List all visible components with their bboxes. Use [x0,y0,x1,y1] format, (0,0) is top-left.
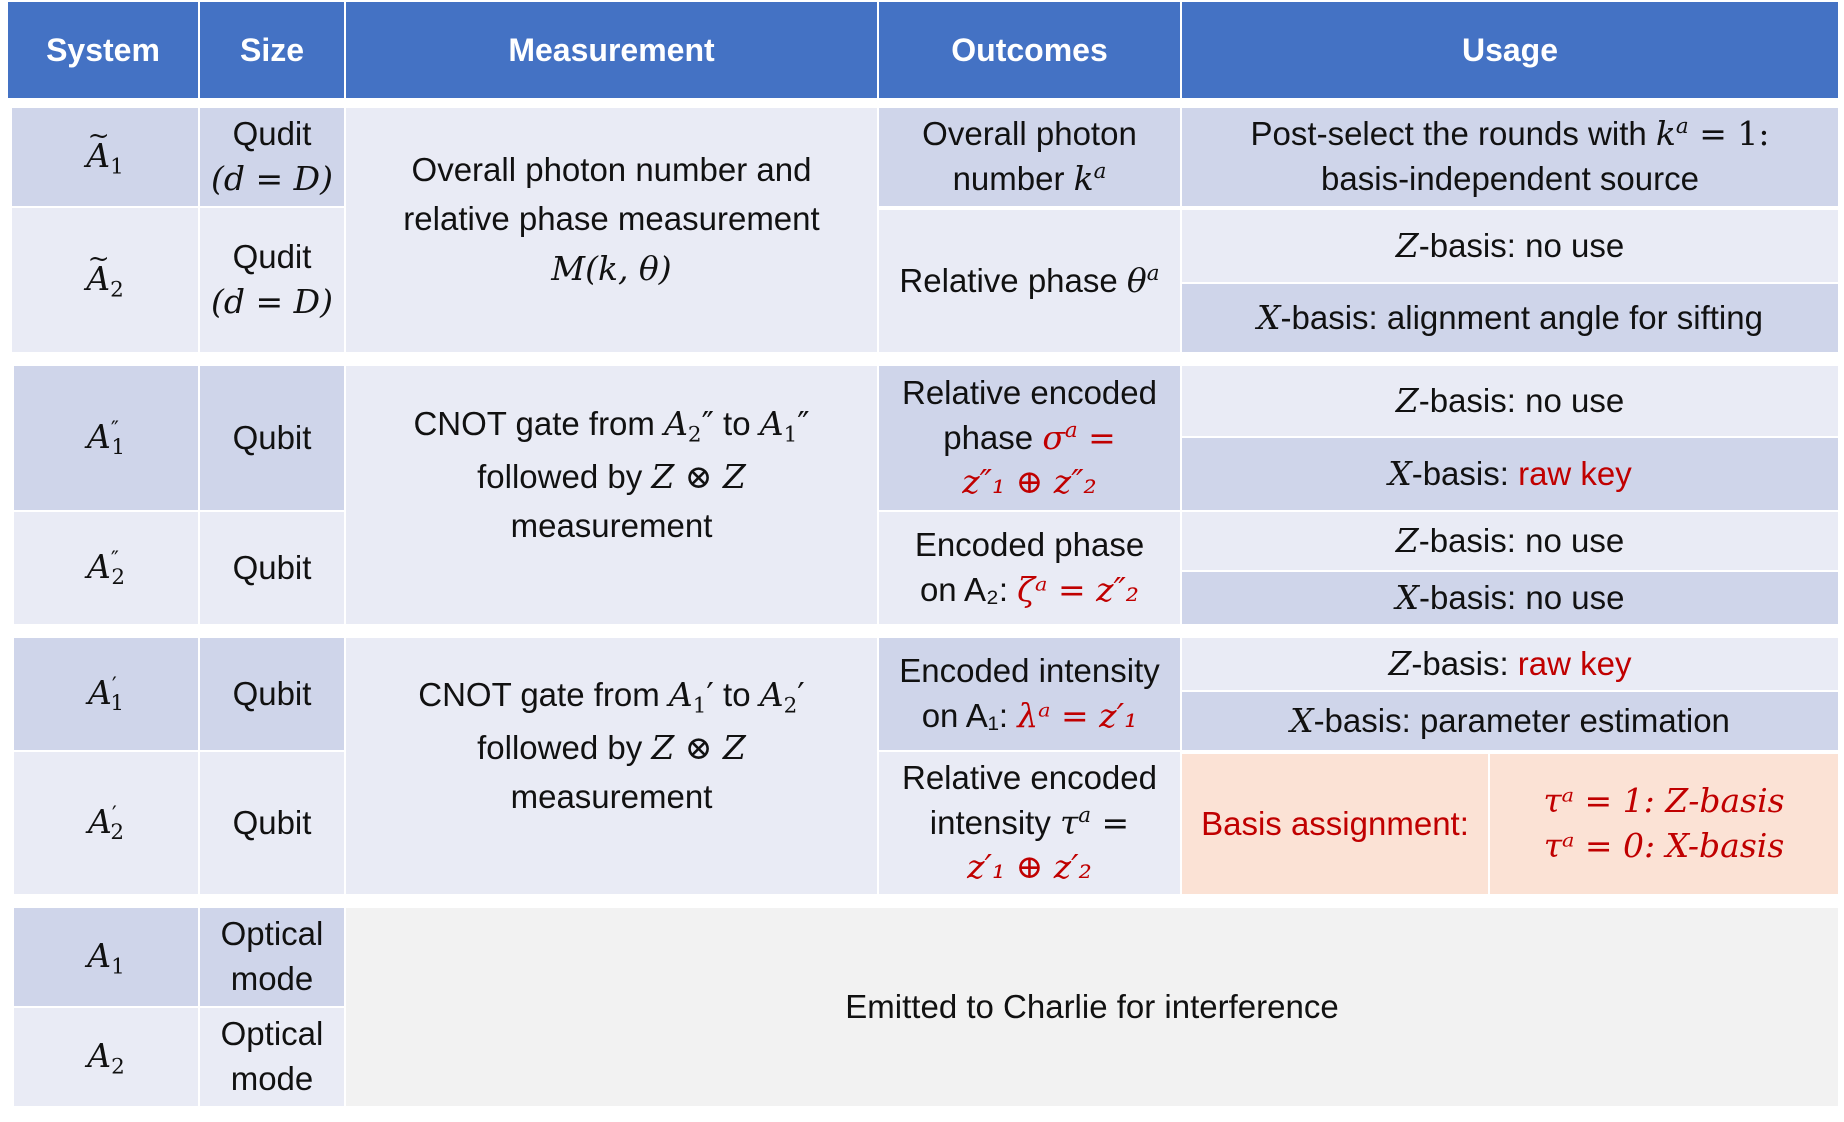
size-qubit-1: Qubit [200,366,344,510]
usage-postselect: Post-select the rounds with ka = 1: basi… [1182,108,1838,206]
usage-x-basis-parameter-estimation: X-basis: parameter estimation [1182,692,1838,750]
usage-x-basis-no-use: X-basis: no use [1182,572,1838,624]
system-a1-double-prime: A″1 [14,366,198,510]
usage-z-basis-no-use-2: Z-basis: no use [1182,366,1838,436]
measurement-cnot-a2pp-a1pp: CNOT gate from A2″ to A1″ followed by Z … [346,366,877,624]
header-system: System [8,2,198,98]
system-a1: A1 [14,908,198,1006]
measurement-photon-phase: Overall photon number and relative phase… [346,108,877,352]
usage-z-basis-no-use-1: Z-basis: no use [1182,210,1838,282]
system-a2: A2 [14,1008,198,1106]
size-qubit-3: Qubit [200,638,344,750]
size-qubit-2: Qubit [200,512,344,624]
system-a2-double-prime: A″2 [14,512,198,624]
header-usage: Usage [1182,2,1838,98]
size-optical-mode-2: Optical mode [200,1008,344,1106]
usage-basis-assignment-label: Basis assignment: [1182,754,1488,894]
outcome-encoded-phase: Encoded phase on A₂: ζᵃ = z″₂ [879,512,1180,624]
usage-x-basis-raw-key: X-basis: raw key [1182,438,1838,510]
header-size: Size [200,2,344,98]
system-a2-prime: A′2 [14,752,198,894]
usage-x-basis-alignment: X-basis: alignment angle for sifting [1182,284,1838,352]
header-outcomes: Outcomes [879,2,1180,98]
system-a2-tilde: A2 [12,208,198,352]
size-qudit-2: Qudit (d = D) [200,208,344,352]
size-qudit-1: Qudit (d = D) [200,108,344,206]
usage-z-basis-raw-key: Z-basis: raw key [1182,638,1838,690]
outcome-relative-phase: Relative phase θa [879,210,1180,352]
size-qubit-4: Qubit [200,752,344,894]
outcome-photon-number: Overall photon number ka [879,108,1180,206]
header-measurement: Measurement [346,2,877,98]
emitted-to-charlie: Emitted to Charlie for interference [346,908,1838,1106]
system-a1-tilde: A1 [12,108,198,206]
usage-basis-assignment-rules: τᵃ = 1: Z-basis τᵃ = 0: X-basis [1490,754,1838,894]
size-optical-mode-1: Optical mode [200,908,344,1006]
measurement-cnot-a1p-a2p: CNOT gate from A1′ to A2′ followed by Z … [346,638,877,894]
outcome-relative-encoded-intensity: Relative encoded intensity τa = z′₁ ⊕ z′… [879,752,1180,894]
system-a1-prime: A′1 [14,638,198,750]
outcome-relative-encoded-phase: Relative encoded phase σa = z″₁ ⊕ z″₂ [879,366,1180,510]
outcome-encoded-intensity: Encoded intensity on A₁: λᵃ = z′₁ [879,638,1180,750]
usage-z-basis-no-use-3: Z-basis: no use [1182,512,1838,570]
